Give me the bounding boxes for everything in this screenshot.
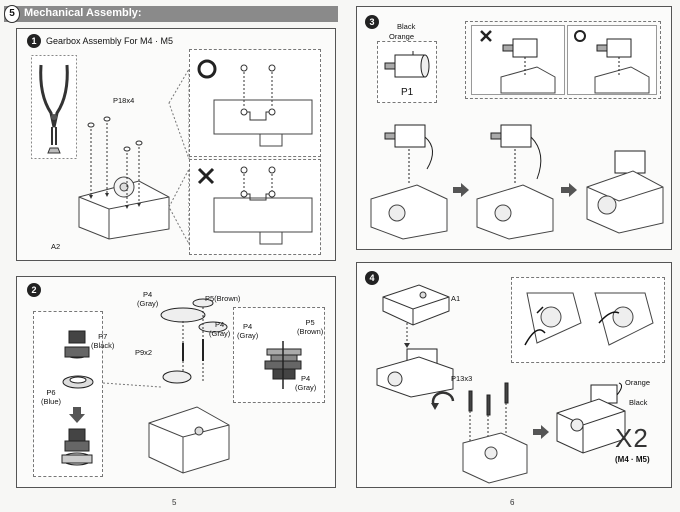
correct-o-icon [197,59,217,79]
p18-label: P18x4 [113,96,135,105]
p7-label: P7 (Black) [91,332,115,350]
gearbox-base-illustration [78,116,170,240]
p4-gray-top-label: P4 (Gray) [137,290,159,308]
orange-wire-label: Orange [625,378,651,387]
model-applicability: (M4 · M5) [615,455,650,464]
combined-gear [61,428,93,466]
black-wire-label: Black [397,22,416,31]
right-arrow-icon [453,183,469,197]
step-2-badge: 2 [27,283,41,297]
p4-gray-right-label: P4 (Gray) [209,320,231,338]
quantity-multiplier: X2 [615,423,649,453]
p6-gear [62,375,94,389]
correct-install-illustration [213,64,313,147]
p6-label: P6 (Blue) [41,388,62,406]
p5-brown-label: P5(Brown) [205,294,241,303]
step-1-title: Gearbox Assembly For M4 · M5 [46,36,174,46]
step-4-panel: 4 A1 P13x3 [356,262,672,488]
gear-detail-illustration [264,341,302,389]
gearbox-with-motor-illustration [376,348,454,398]
motor-install-step-2 [476,124,554,240]
right-arrow-icon [561,183,577,197]
step-1-panel: 1 Gearbox Assembly For M4 · M5 P18x4 A2 [16,28,336,261]
page-number-left: 5 [172,498,177,507]
incorrect-install-illustration [213,166,313,245]
motor-illustration [384,51,430,78]
p13-label: P13x3 [451,374,473,383]
gear-detail-box [233,307,325,403]
step-2-panel: 2 P7 (Black) P6 (Blue) P [16,276,336,488]
down-arrow-icon [69,407,85,423]
section-number: 5 [4,5,20,23]
step-3-panel: 3 Black Orange P1 [356,6,672,250]
cover-a1-illustration [382,284,450,326]
wire-detail-left [524,292,582,346]
incorrect-callout [189,159,321,255]
right-motor-illustration [594,38,650,94]
p7-gear [64,330,90,359]
motor-installed [586,150,664,234]
motor-install-step-1 [370,124,448,240]
step-3-badge: 3 [365,15,379,29]
detail-p5-brown-label: P5 (Brown) [297,318,324,336]
section-title: Mechanical Assembly: [24,7,142,19]
rotate-arrow-icon [431,391,455,410]
a2-label: A2 [51,242,61,251]
incorrect-x-icon [197,167,215,185]
bottom-screws-illustration [462,382,528,484]
right-arrow-icon [533,425,549,439]
orange-wire-label: Orange [389,32,415,41]
wire-detail-right [594,292,654,346]
cover-drop-line [404,323,410,348]
step-1-badge: 1 [27,34,41,48]
step-4-badge: 4 [365,271,379,285]
assembled-gearbox-illustration [556,382,626,454]
page-number-right: 6 [510,498,515,507]
correct-o-icon [574,30,586,42]
pliers-illustration [31,55,77,159]
p1-label: P1 [401,87,414,98]
detail-p4-gray-left-label: P4 (Gray) [237,322,259,340]
gear-stack-illustration [148,298,230,474]
correct-callout [189,49,321,157]
black-wire-label: Black [629,398,648,407]
p9-label: P9x2 [135,348,153,357]
incorrect-x-icon [480,30,492,42]
detail-p4-gray-bottom-label: P4 (Gray) [295,374,317,392]
section-header: 5 Mechanical Assembly: [4,5,338,23]
a1-label: A1 [451,294,461,303]
wrong-motor-illustration [500,38,556,94]
callout-line [102,382,162,388]
